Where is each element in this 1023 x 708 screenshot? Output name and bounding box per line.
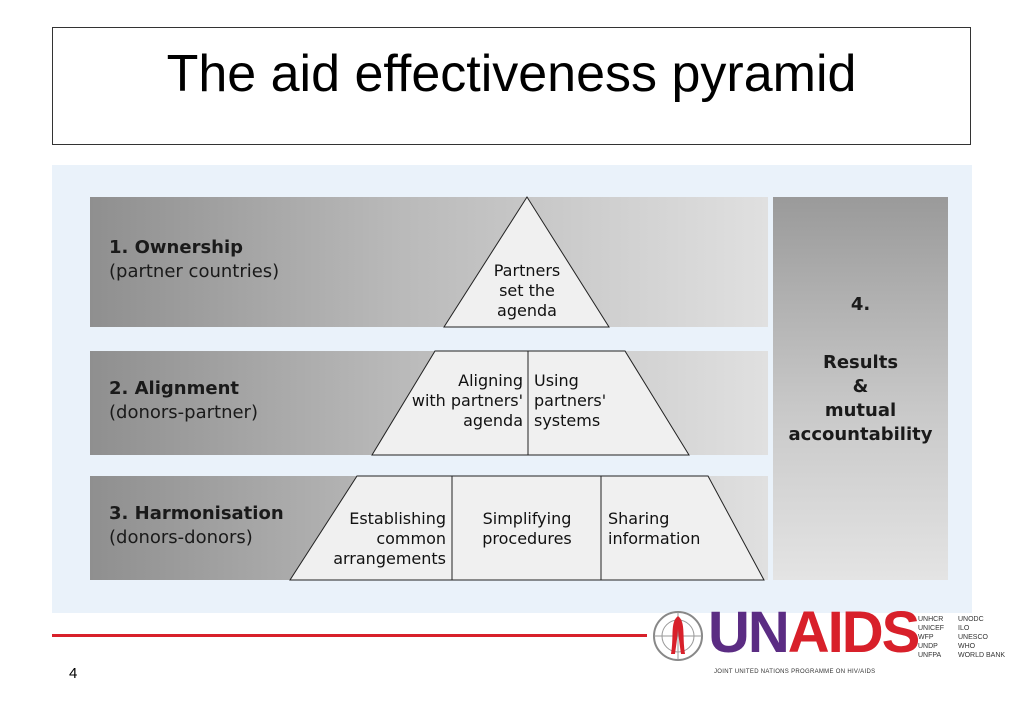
- title-box: The aid effectiveness pyramid: [52, 27, 971, 145]
- accountability-number: 4.: [850, 294, 871, 315]
- harm-right-text: Sharing information: [608, 509, 718, 549]
- logo-aids-text: AIDS: [787, 600, 921, 665]
- apex-line: set the: [499, 281, 555, 300]
- apex-line: Partners: [493, 261, 561, 280]
- harm-mid-line: Simplifying: [482, 509, 572, 528]
- harm-mid-line: procedures: [482, 529, 572, 548]
- cosponsor: UNFPA: [918, 652, 942, 659]
- harm-right-line: Sharing: [608, 509, 670, 528]
- cosponsor: ILO: [958, 625, 970, 632]
- apex-line: agenda: [497, 301, 557, 320]
- accountability-line2: &: [852, 376, 869, 397]
- row-sub: (donors-partner): [109, 402, 258, 423]
- cosponsor: UNICEF: [918, 625, 945, 632]
- apex-triangle: [443, 196, 610, 328]
- footer-red-line: [52, 634, 647, 637]
- harm-left-line: common: [376, 529, 446, 548]
- harm-right-line: information: [608, 529, 701, 548]
- align-right-line: systems: [534, 411, 601, 430]
- pyramid-shapes: [289, 196, 765, 581]
- accountability-line1: Results: [822, 352, 899, 373]
- cosponsor: UNHCR: [918, 616, 944, 623]
- alignment-trapezoid: [371, 350, 690, 456]
- align-left-line: agenda: [463, 411, 523, 430]
- row-head: 1. Ownership: [109, 237, 244, 258]
- cosponsors-col1: UNHCR UNICEF WFP UNDP UNFPA: [918, 615, 944, 660]
- align-left-text: Aligning with partners' agenda: [388, 371, 523, 431]
- harm-left-line: Establishing: [349, 509, 446, 528]
- cosponsor: UNDP: [918, 643, 938, 650]
- align-left-line: with partners': [411, 391, 523, 410]
- row-sub: (partner countries): [109, 261, 280, 282]
- row-head: 2. Alignment: [109, 378, 239, 399]
- align-left-line: Aligning: [458, 371, 523, 390]
- row-head: 3. Harmonisation: [109, 503, 284, 524]
- row-label-ownership: 1. Ownership (partner countries): [109, 236, 279, 284]
- align-right-line: Using: [534, 371, 579, 390]
- align-right-line: partners': [534, 391, 607, 410]
- cosponsor: WORLD BANK: [958, 652, 1006, 659]
- harm-left-line: arrangements: [333, 549, 446, 568]
- band-ownership: [90, 197, 768, 327]
- cosponsor: WHO: [958, 643, 976, 650]
- align-right-text: Using partners' systems: [534, 371, 644, 431]
- cosponsors-col2: UNODC ILO UNESCO WHO WORLD BANK: [958, 615, 1005, 660]
- un-emblem-icon: [653, 611, 703, 661]
- accountability-line4: accountability: [788, 424, 933, 445]
- logo-un-text: UN: [708, 600, 790, 665]
- slide-title: The aid effectiveness pyramid: [166, 45, 857, 103]
- row-label-harmonisation: 3. Harmonisation (donors-donors): [109, 502, 284, 550]
- harm-left-text: Establishing common arrangements: [322, 509, 446, 569]
- cosponsor: UNESCO: [958, 634, 988, 641]
- logo-tagline: JOINT UNITED NATIONS PROGRAMME ON HIV/AI…: [714, 669, 876, 675]
- accountability-column: 4. Results & mutual accountability: [773, 197, 948, 580]
- cosponsor: UNODC: [958, 616, 984, 623]
- harm-mid-text: Simplifying procedures: [457, 509, 597, 549]
- row-label-alignment: 2. Alignment (donors-partner): [109, 377, 258, 425]
- apex-text: Partners set the agenda: [472, 261, 582, 321]
- accountability-line3: mutual: [824, 400, 897, 421]
- page-number: 4: [69, 665, 78, 682]
- row-sub: (donors-donors): [109, 527, 253, 548]
- pyramid-panel: 4. Results & mutual accountability 1. Ow…: [52, 165, 972, 613]
- cosponsor: WFP: [918, 634, 934, 641]
- unaids-logo: UNAIDS: [708, 598, 921, 668]
- harmonisation-trapezoid: [289, 475, 765, 581]
